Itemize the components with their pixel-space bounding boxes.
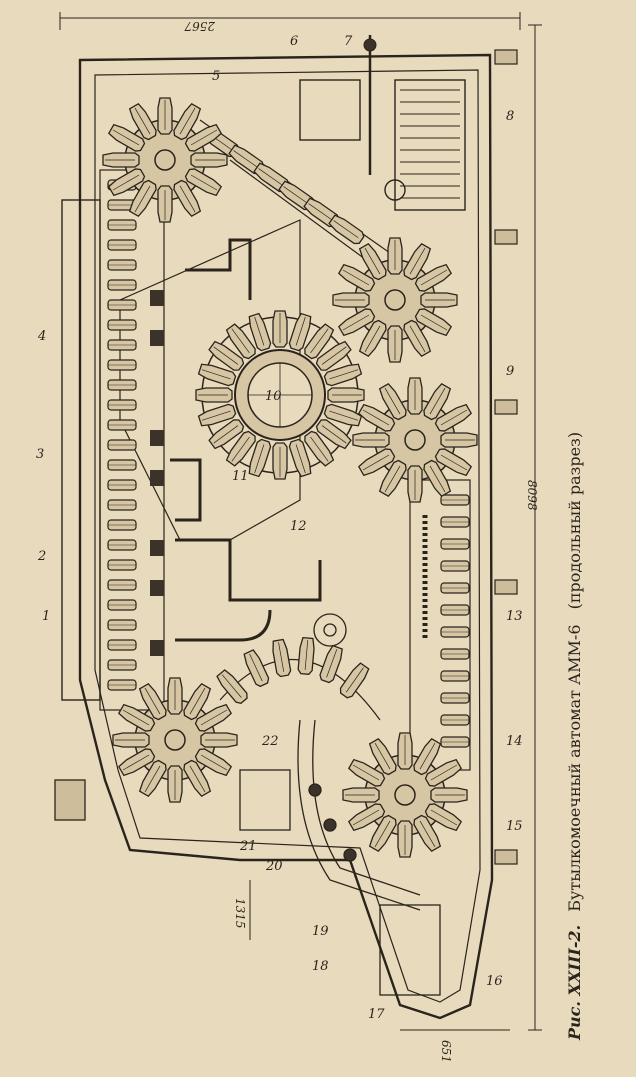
support-feet [494,49,518,865]
central-drum [195,310,365,480]
discharge-mechanism [54,613,441,996]
sprocket-wheel-bottom-right [343,733,467,857]
left-bottle-conveyor [61,169,165,711]
callout-1: 1 [42,609,50,624]
caption-title: Бутылкомоечный автомат АММ-6 [565,624,584,911]
callout-2: 2 [37,549,46,564]
callout-19: 19 [312,924,329,939]
sprocket-wheel-bottom-left [113,678,237,802]
caption-subtitle: (продольный разрез) [565,432,584,609]
lower-arc-conveyor [214,636,381,721]
dimension-lines [59,12,542,1031]
callout-17: 17 [368,1007,385,1022]
caption-prefix: Рис. XXIII-2. [565,925,584,1041]
callout-20: 20 [265,859,283,874]
dimension-length: 2567 [184,19,216,33]
dimension-height: 8098 [525,480,539,511]
callout-6: 6 [290,34,298,49]
spray-piping [170,238,322,642]
callout-7: 7 [344,34,353,49]
diagonal-bottle-conveyor [199,119,401,271]
callout-5: 5 [212,69,220,84]
callout-10: 10 [265,389,282,404]
dimension-bottom-gap: 651 [439,1040,453,1063]
right-bottle-conveyor [409,479,471,771]
sprocket-wheel-right [353,378,477,502]
callout-18: 18 [312,959,329,974]
callout-labels: 1 2 3 4 5 6 7 8 9 10 11 12 13 14 15 16 1… [36,34,523,1022]
callout-3: 3 [36,447,44,462]
callout-22: 22 [261,734,279,749]
dimension-left-gap: 1315 [233,898,247,929]
callout-16: 16 [486,974,503,989]
figure-caption: Рис. XXIII-2. Бутылкомоечный автомат АММ… [565,432,584,1041]
drive-unit [299,35,466,211]
callout-4: 4 [37,329,46,344]
sprocket-wheel-5 [102,97,228,223]
callout-11: 11 [232,469,249,484]
callout-21: 21 [239,839,257,854]
callout-13: 13 [506,609,523,624]
callout-15: 15 [506,819,523,834]
callout-12: 12 [290,519,307,534]
callout-9: 9 [506,364,514,379]
callout-8: 8 [506,109,514,124]
svg-text:Рис. XXIII-2. Бутылкомое: Рис. XXIII-2. Бутылкомоечный автомат АММ… [565,432,584,1041]
sprocket-wheel-9 [333,238,457,362]
callout-14: 14 [506,734,523,749]
